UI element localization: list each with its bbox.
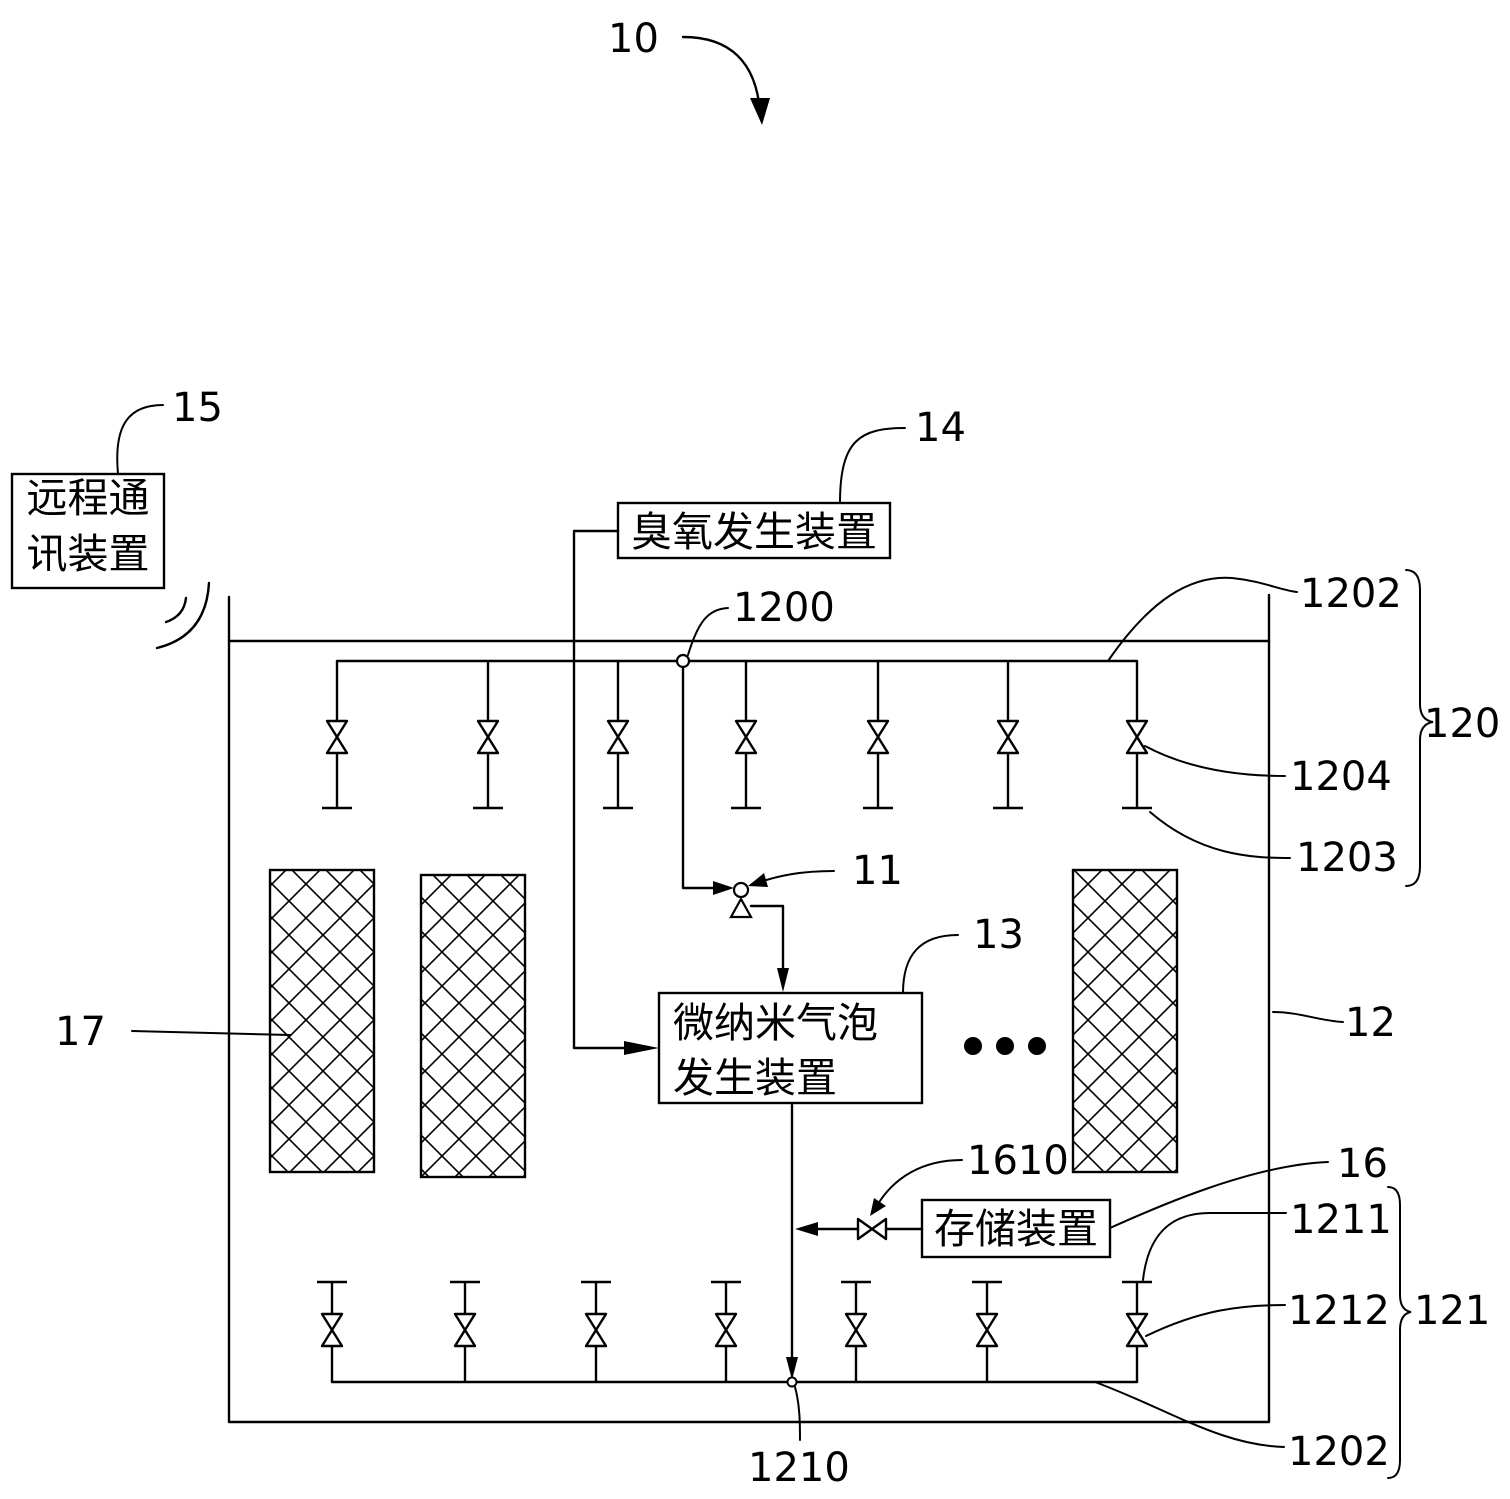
top-valve-6: [996, 719, 1020, 755]
storage-device-leader: [1109, 1161, 1329, 1229]
carrier-rack-2: [419, 873, 527, 1179]
bottom-valve-1: [320, 1312, 344, 1348]
pump-outlet-pipe: [749, 904, 785, 977]
bubble-generator-leader: [902, 934, 959, 994]
pump-outlet-arrowhead: [777, 968, 789, 992]
top-assembly-brace: [1405, 569, 1434, 887]
tank-leader: [1272, 1011, 1344, 1023]
ozone-generator-box: [616, 501, 892, 560]
storage-valve-ref-label: 1610: [967, 1138, 1069, 1184]
pump-leader-arrowhead: [748, 873, 768, 887]
storage-feed-arrowhead: [795, 1222, 818, 1236]
pump-intake-arrowhead: [713, 881, 734, 895]
bottom-node-leader: [794, 1386, 801, 1441]
bubble-generator-ref-label: 13: [973, 912, 1024, 958]
bubble-generator-text-line2: 发生装置: [673, 1054, 837, 1102]
ozone-feed-pipe: [572, 529, 642, 1050]
ozone-generator-text: 臭氧发生装置: [631, 508, 877, 556]
pump-leader: [759, 870, 835, 883]
wireless-signal-inner-arc: [164, 596, 188, 624]
carrier-leader: [131, 1030, 291, 1036]
bubble-generator-box: [657, 991, 924, 1105]
remote-comm-text-line1: 远程通: [27, 474, 150, 522]
carrier-ref-label: 17: [55, 1009, 106, 1055]
top-outlet-ref-label: 1203: [1296, 835, 1398, 881]
pump-ref-label: 11: [852, 848, 903, 894]
top-pipe-ref-label: 1202: [1300, 571, 1402, 617]
top-assembly-ref-label: 120: [1424, 701, 1500, 747]
storage-device-text: 存储装置: [934, 1205, 1098, 1253]
top-node-1200: [675, 653, 691, 669]
remote-comm-box: [10, 472, 166, 590]
bubble-outlet-arrowhead: [786, 1357, 798, 1380]
storage-valve-leader: [877, 1159, 963, 1205]
bottom-node-ref-label: 1210: [748, 1445, 850, 1491]
figure-ref-arrow: [681, 35, 762, 114]
bottom-node-1210: [786, 1376, 798, 1388]
carrier-rack-1: [268, 868, 376, 1174]
top-node-leader: [687, 607, 729, 656]
top-valve-5: [866, 719, 890, 755]
tank-ref-label: 12: [1345, 1000, 1396, 1046]
ellipsis-dot-2: [996, 1037, 1014, 1055]
bottom-outlet-leader: [1142, 1212, 1287, 1281]
bottom-valve-leader: [1145, 1304, 1286, 1337]
top-valve-4: [734, 719, 758, 755]
pump-circle: [732, 881, 750, 899]
pump-intake-pipe: [681, 665, 722, 890]
bottom-outlet-ref-label: 1211: [1290, 1197, 1392, 1243]
storage-valve-leader-arrowhead: [870, 1198, 886, 1216]
ozone-feed-arrowhead: [624, 1041, 659, 1055]
storage-valve-1610: [856, 1217, 888, 1241]
storage-device-box: [920, 1198, 1112, 1259]
ozone-generator-leader: [839, 427, 906, 504]
storage-device-ref-label: 16: [1337, 1141, 1388, 1187]
bottom-valve-2: [453, 1312, 477, 1348]
top-valve-2: [476, 719, 500, 755]
bottom-valve-ref-label: 1212: [1288, 1288, 1390, 1334]
bottom-valve-7: [1125, 1312, 1149, 1348]
ozone-generator-ref-label: 14: [915, 405, 966, 451]
top-valve-1: [325, 719, 349, 755]
bottom-valve-3: [584, 1312, 608, 1348]
bottom-pipe-leader: [1094, 1381, 1285, 1448]
top-drop-group: [322, 661, 1152, 810]
top-valve-ref-label: 1204: [1290, 754, 1392, 800]
bottom-assembly-brace: [1387, 1186, 1412, 1479]
figure-ref-label: 10: [608, 16, 659, 62]
top-pipe-leader: [1107, 576, 1298, 662]
remote-comm-ref-label: 15: [172, 385, 223, 431]
remote-comm-text-line2: 讯装置: [27, 530, 150, 578]
bottom-drop-group: [317, 1280, 1152, 1382]
wireless-signal-outer-arc: [155, 581, 211, 650]
bottom-pipe-ref-label: 1202: [1288, 1429, 1390, 1475]
bottom-valve-4: [714, 1312, 738, 1348]
ellipsis-dot-1: [964, 1037, 982, 1055]
top-valve-leader: [1144, 745, 1286, 777]
carrier-rack-3: [1071, 868, 1179, 1174]
pump-base: [729, 896, 753, 919]
remote-comm-leader: [116, 404, 164, 475]
bottom-valve-5: [844, 1312, 868, 1348]
top-outlet-leader: [1149, 811, 1291, 859]
top-node-ref-label: 1200: [733, 585, 835, 631]
figure-ref-arrowhead: [750, 98, 770, 125]
ellipsis-dot-3: [1028, 1037, 1046, 1055]
top-valve-3: [606, 719, 630, 755]
top-valve-7: [1125, 719, 1149, 755]
bottom-assembly-ref-label: 121: [1414, 1288, 1490, 1334]
tank-walls: [227, 593, 1271, 1424]
bottom-valve-6: [975, 1312, 999, 1348]
bubble-generator-text-line1: 微纳米气泡: [673, 999, 878, 1047]
